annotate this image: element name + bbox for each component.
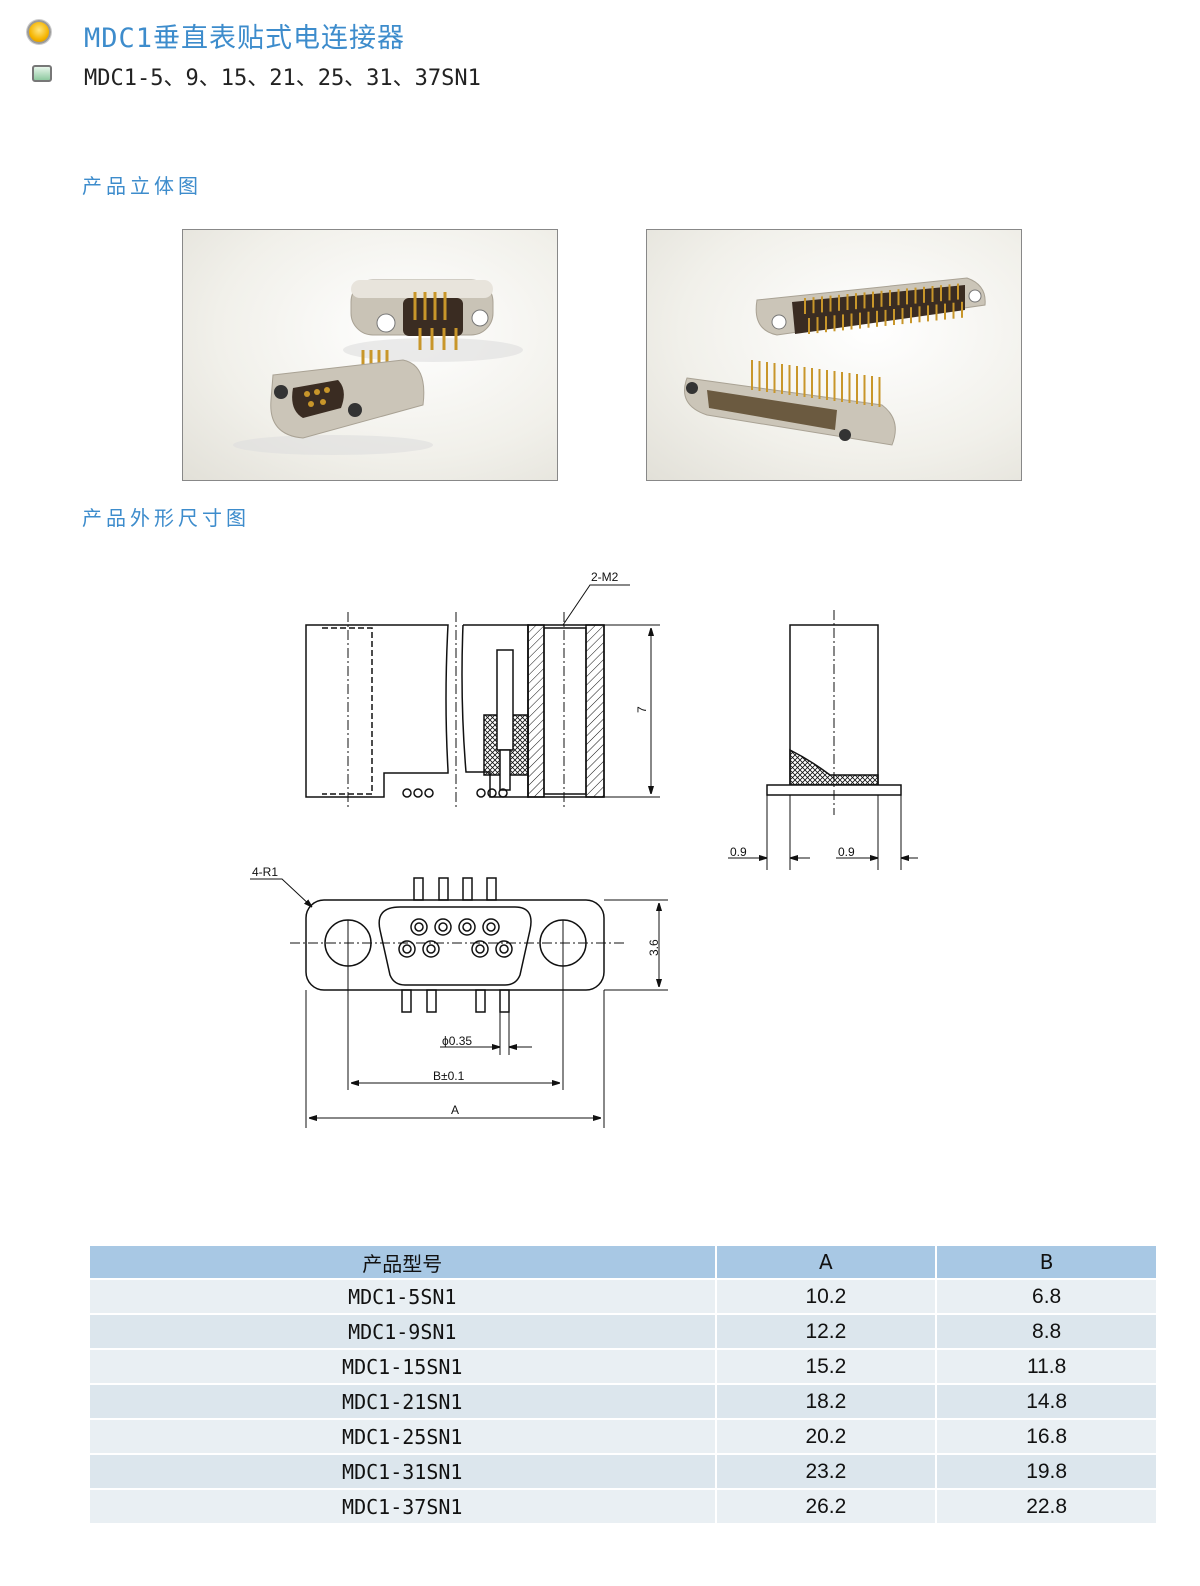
cell-b: 16.8 (937, 1420, 1156, 1453)
header-a: A (716, 1246, 936, 1278)
cell-model: MDC1-15SN1 (90, 1350, 715, 1383)
model-list: MDC1-5、9、15、21、25、31、37SN1 (84, 66, 481, 91)
cell-model: MDC1-9SN1 (90, 1315, 715, 1348)
header-b: B (937, 1246, 1156, 1278)
cell-model: MDC1-37SN1 (90, 1490, 715, 1523)
offset-right-label: 0.9 (838, 845, 855, 859)
product-photo-9pin (182, 229, 558, 481)
cell-b: 14.8 (937, 1385, 1156, 1418)
header-model: 产品型号 (90, 1246, 715, 1278)
contact-hole (434, 918, 452, 936)
cell-b: 11.8 (937, 1350, 1156, 1383)
cell-b: 19.8 (937, 1455, 1156, 1488)
contact-hole (499, 944, 509, 954)
cell-a: 26.2 (716, 1490, 936, 1523)
section-title-photos: 产品立体图 (82, 174, 202, 198)
contact-hole (495, 940, 513, 958)
cell-model: MDC1-31SN1 (90, 1455, 715, 1488)
front-view: 7 2-M2 (305, 570, 660, 810)
thread-label: 2-M2 (591, 570, 619, 584)
contact-hole (422, 940, 440, 958)
orange-bullet-icon (27, 20, 51, 44)
height-label: 7 (635, 706, 649, 713)
dimension-drawing: 7 2-M2 0.9 0.9 3.6 ϕ0.35 B±0.1 A (250, 570, 918, 1128)
cell-model: MDC1-21SN1 (90, 1385, 715, 1418)
cell-a: 12.2 (716, 1315, 936, 1348)
side-view: 0.9 0.9 (728, 610, 918, 870)
contact-hole (438, 922, 448, 932)
contact-hole (398, 940, 416, 958)
cell-b: 6.8 (937, 1280, 1156, 1313)
connector-render-small (233, 279, 523, 455)
green-bullet-icon (32, 65, 52, 82)
offset-left-label: 0.9 (730, 845, 747, 859)
contact-hole (402, 944, 412, 954)
product-photo-37pin (646, 229, 1022, 481)
contact-hole (410, 918, 428, 936)
contact-hole (414, 922, 424, 932)
contact-hole (475, 944, 485, 954)
contact-hole (426, 944, 436, 954)
bottom-view: 3.6 ϕ0.35 B±0.1 A 4-R1 (250, 865, 668, 1128)
cell-a: 18.2 (716, 1385, 936, 1418)
connector-render-large (684, 277, 986, 446)
cell-model: MDC1-25SN1 (90, 1420, 715, 1453)
cell-a: 23.2 (716, 1455, 936, 1488)
a-dimension-label: A (451, 1103, 459, 1117)
contact-hole (471, 940, 489, 958)
cell-b: 22.8 (937, 1490, 1156, 1523)
page-title: MDC1垂直表贴式电连接器 (84, 23, 406, 54)
cell-a: 10.2 (716, 1280, 936, 1313)
cell-a: 20.2 (716, 1420, 936, 1453)
width-label: 3.6 (647, 939, 661, 956)
cell-a: 15.2 (716, 1350, 936, 1383)
section-title-dimensions: 产品外形尺寸图 (82, 506, 250, 530)
table-header-row: 产品型号 A B (90, 1246, 1156, 1278)
contact-hole (458, 918, 476, 936)
radius-label: 4-R1 (252, 865, 278, 879)
contact-hole (482, 918, 500, 936)
contact-hole (486, 922, 496, 932)
pin-diameter-label: ϕ0.35 (442, 1034, 472, 1048)
contact-hole (462, 922, 472, 932)
b-dimension-label: B±0.1 (433, 1069, 465, 1083)
cell-b: 8.8 (937, 1315, 1156, 1348)
cell-model: MDC1-5SN1 (90, 1280, 715, 1313)
